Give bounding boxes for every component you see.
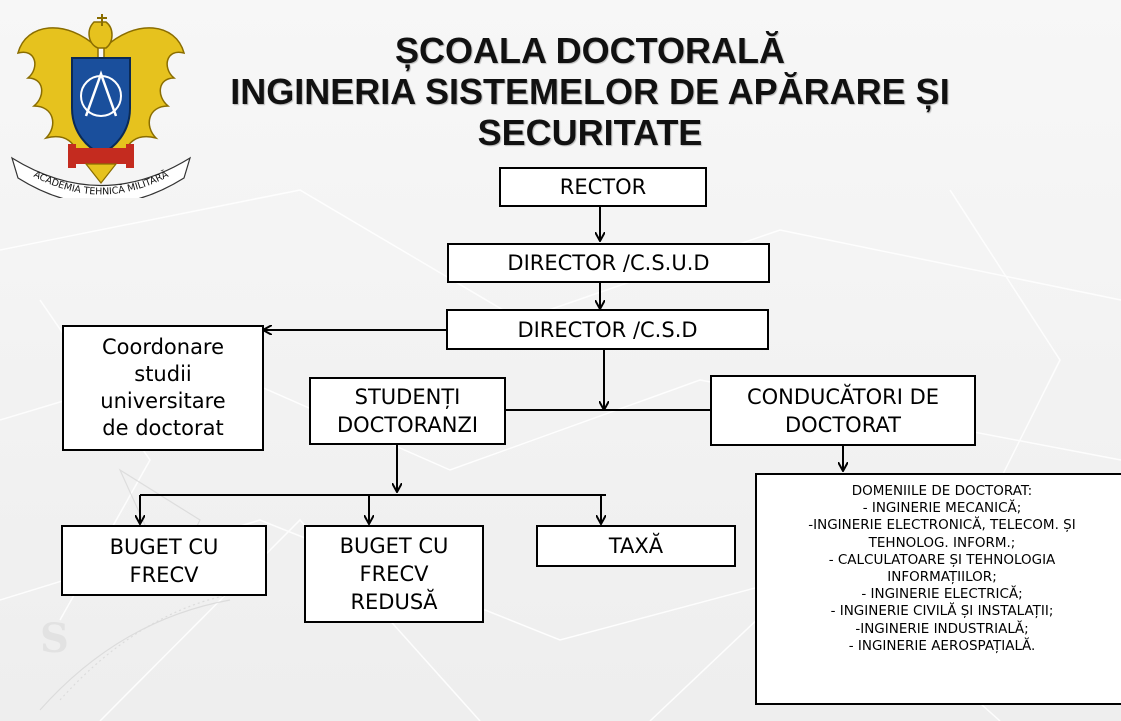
director-csd-box: DIRECTOR /C.S.D <box>446 309 769 350</box>
director-csud-box: DIRECTOR /C.S.U.D <box>447 243 770 283</box>
studenti-box: STUDENȚI DOCTORANZI <box>309 377 506 445</box>
domain-item: INFORMAȚIILOR; <box>887 569 997 586</box>
coordonare-line-1: Coordonare <box>101 335 225 359</box>
domain-item: - INGINERIE CIVILĂ ȘI INSTALAȚII; <box>830 603 1054 620</box>
domain-item: - CALCULATOARE ȘI TEHNOLOGIA <box>828 551 1056 568</box>
buget-frecv-line-2: FRECV <box>129 562 199 587</box>
coordonare-line-4: de doctorat <box>102 416 224 440</box>
taxa-label: TAXĂ <box>608 534 664 558</box>
domains-heading: DOMENIILE DE DOCTORAT: <box>851 483 1033 499</box>
director-csud-label: DIRECTOR /C.S.U.D <box>507 251 710 275</box>
buget-frecv-line-1: BUGET CU <box>109 534 219 559</box>
domain-item: - INGINERIE MECANICĂ; <box>862 500 1022 517</box>
coordonare-box: Coordonare studii universitare de doctor… <box>62 325 264 451</box>
domain-item: - INGINERIE AEROSPAȚIALĂ. <box>848 637 1036 654</box>
domain-item: -INGINERIE INDUSTRIALĂ; <box>855 620 1029 637</box>
page-title: ȘCOALA DOCTORALĂ INGINERIA SISTEMELOR DE… <box>120 30 1060 153</box>
buget-redusa-line-3: REDUSĂ <box>350 590 438 614</box>
studenti-line-1: STUDENȚI <box>354 385 461 409</box>
coordonare-line-2: studii <box>134 362 192 386</box>
domain-item: - INGINERIE ELECTRICĂ; <box>861 586 1023 603</box>
conducatori-box: CONDUCĂTORI DE DOCTORAT <box>710 375 976 446</box>
buget-redusa-line-1: BUGET CU <box>339 534 449 558</box>
coordonare-line-3: universitare <box>100 389 226 413</box>
title-line-2: INGINERIA SISTEMELOR DE APĂRARE ȘI <box>230 71 950 112</box>
rector-label: RECTOR <box>559 175 647 199</box>
domains-box: DOMENIILE DE DOCTORAT: - INGINERIE MECAN… <box>755 473 1121 705</box>
conducatori-line-2: DOCTORAT <box>784 412 901 437</box>
buget-frecv-box: BUGET CU FRECV <box>61 525 267 596</box>
studenti-line-2: DOCTORANZI <box>336 413 479 437</box>
domain-item: TEHNOLOG. INFORM.; <box>868 534 1016 551</box>
title-line-3: SECURITATE <box>477 112 703 153</box>
buget-redusa-box: BUGET CU FRECV REDUSĂ <box>304 525 484 623</box>
buget-redusa-line-2: FRECV <box>359 562 429 586</box>
svg-text:S: S <box>40 615 69 662</box>
director-csd-label: DIRECTOR /C.S.D <box>517 317 698 342</box>
academy-logo: ACADEMIA TEHNICĂ MILITARĂ <box>10 14 192 198</box>
conducatori-line-1: CONDUCĂTORI DE <box>746 384 940 409</box>
rector-box: RECTOR <box>499 167 707 207</box>
title-line-1: ȘCOALA DOCTORALĂ <box>395 30 785 71</box>
taxa-box: TAXĂ <box>536 525 736 567</box>
domain-item: -INGINERIE ELECTRONICĂ, TELECOM. ȘI <box>808 517 1076 534</box>
eagle-crest-icon <box>10 14 192 198</box>
